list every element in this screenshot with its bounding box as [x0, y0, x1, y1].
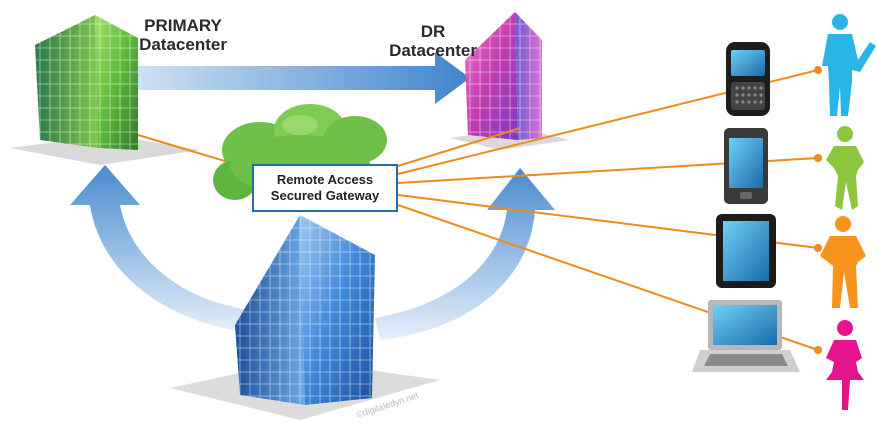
pda-phone-icon — [724, 128, 768, 204]
orange-person-icon — [820, 216, 866, 308]
connector-dots — [814, 66, 822, 354]
right-curved-arrow — [375, 168, 555, 340]
magenta-person-icon — [826, 320, 864, 410]
primary-building-icon — [10, 15, 200, 165]
dr-building-icon — [450, 12, 570, 150]
primary-label-line1: PRIMARY — [144, 16, 222, 35]
tablet-icon — [716, 214, 776, 288]
main-building-icon — [170, 215, 440, 420]
primary-datacenter-label: PRIMARY Datacenter — [118, 16, 248, 54]
gateway-label-line1: Remote Access — [276, 172, 374, 187]
blue-person-icon — [822, 14, 876, 116]
green-person-icon — [826, 126, 864, 210]
laptop-icon — [692, 300, 800, 372]
dr-datacenter-label: DR Datacenter — [368, 22, 498, 60]
blackberry-phone-icon — [726, 42, 770, 116]
left-curved-arrow — [70, 165, 250, 332]
replication-arrow — [135, 52, 470, 104]
primary-label-line2: Datacenter — [139, 35, 227, 54]
dr-label-line2: Datacenter — [389, 41, 477, 60]
gateway-label-line2: Secured Gateway — [270, 188, 380, 203]
dr-label-line1: DR — [420, 22, 446, 41]
secured-gateway-box: Remote Access Secured Gateway — [252, 164, 398, 212]
